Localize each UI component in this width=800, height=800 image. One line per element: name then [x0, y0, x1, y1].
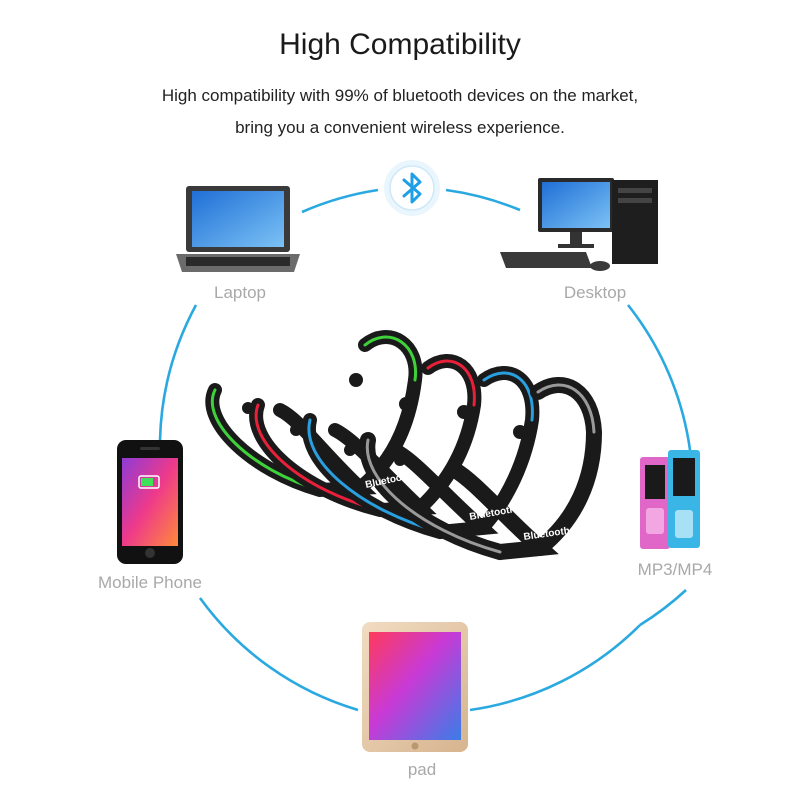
- desktop-icon: [500, 178, 658, 271]
- arc-bottom-right: [469, 624, 641, 712]
- arc-right-upper: [626, 304, 692, 451]
- bluetooth-icon: [384, 160, 440, 216]
- headphone-grey: [359, 377, 603, 561]
- laptop-icon: [176, 186, 300, 272]
- subtitle-line-1: High compatibility with 99% of bluetooth…: [161, 86, 639, 105]
- arc-right-lower: [639, 589, 687, 627]
- label-pad: pad: [407, 760, 437, 779]
- headphones-illustration: Bluetooth Bluetooth Bluetooth: [205, 330, 603, 561]
- arc-left-upper: [158, 304, 198, 441]
- label-laptop: Laptop: [214, 283, 266, 302]
- label-mobile-phone: Mobile Phone: [98, 573, 202, 592]
- label-desktop: Desktop: [563, 283, 627, 302]
- tablet-icon: [362, 622, 468, 752]
- arc-bottom-left: [198, 597, 359, 712]
- page-title: High Compatibility: [279, 28, 521, 61]
- phone-icon: [117, 440, 183, 564]
- ear-tips: [242, 373, 527, 466]
- arc-top-left: [301, 188, 379, 214]
- subtitle-line-2: bring you a convenient wireless experien…: [235, 118, 565, 137]
- arc-top-right: [445, 188, 521, 212]
- label-mp3-mp4: MP3/MP4: [637, 560, 713, 579]
- mp3-player-icon: [640, 450, 700, 549]
